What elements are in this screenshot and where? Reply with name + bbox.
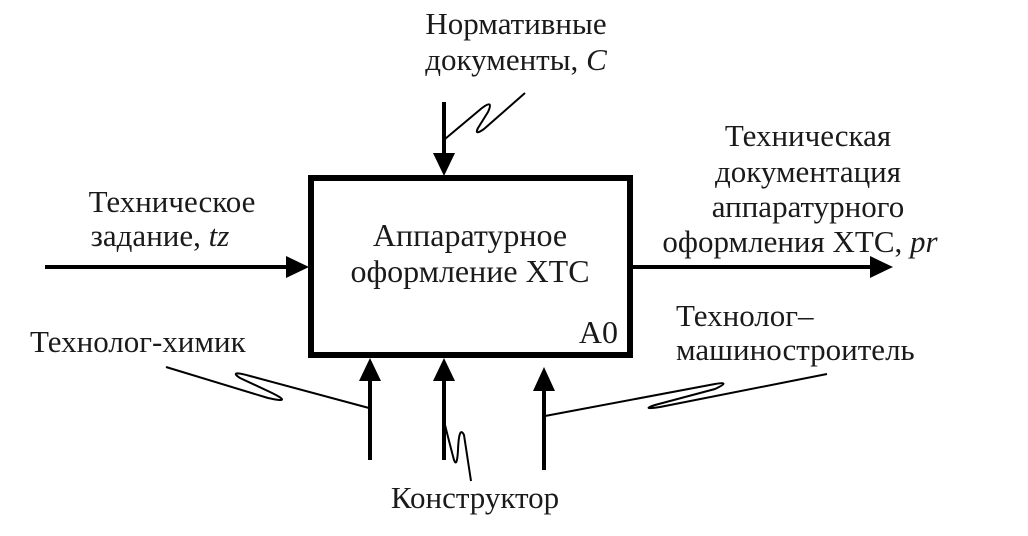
mechanism-label-technologist-chemist: Технолог-химик xyxy=(30,324,247,359)
input-arrow xyxy=(45,256,309,278)
mechanism-arrow-designer xyxy=(433,358,455,460)
output-label-line1: Техническая xyxy=(725,118,891,153)
mechanism-squiggle-technologist-chemist xyxy=(165,366,370,409)
function-title-line1: Аппаратурное xyxy=(373,217,567,253)
mechanism-label-technologist-engineer-line1: Технолог– xyxy=(676,298,814,333)
mechanism-label-technologist-engineer-line2: машиностроитель xyxy=(676,332,915,367)
output-label-line4: оформления ХТС, pr xyxy=(662,224,938,259)
function-title-line2: оформление ХТС xyxy=(350,253,589,289)
control-squiggle xyxy=(444,92,526,140)
output-label-line2: документация xyxy=(715,154,901,189)
mechanism-squiggle-technologist-engineer xyxy=(544,373,828,417)
output-label-line3: аппаратурного xyxy=(712,189,904,224)
input-label-line1: Техническое xyxy=(89,184,256,219)
mechanism-arrow-technologist-chemist xyxy=(359,358,381,460)
mechanism-squiggle-designer xyxy=(444,424,472,482)
output-arrow xyxy=(632,256,893,278)
function-box xyxy=(308,175,633,358)
control-arrow xyxy=(433,102,455,176)
mechanism-arrow-technologist-engineer xyxy=(533,367,555,470)
mechanism-label-designer: Конструктор xyxy=(391,480,559,515)
node-id-label: A0 xyxy=(579,314,618,350)
control-label-line1: Нормативные xyxy=(425,6,606,41)
control-label-line2: документы, C xyxy=(425,42,607,77)
input-label-line2: задание, tz xyxy=(91,218,230,253)
